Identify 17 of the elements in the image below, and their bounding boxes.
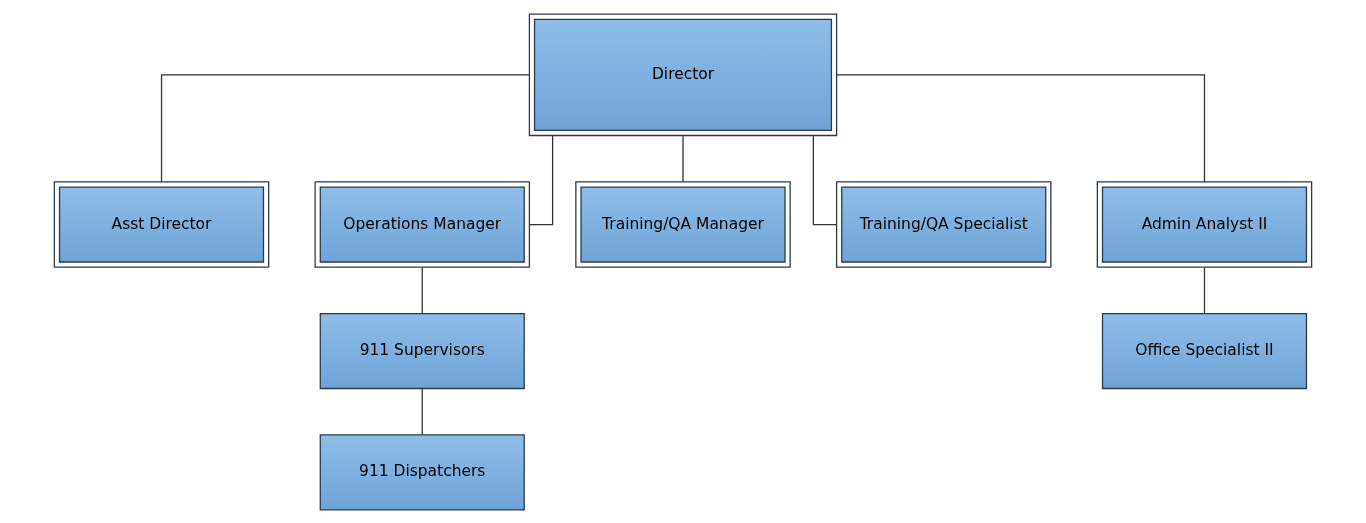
connector — [421, 387, 423, 435]
connector — [682, 134, 684, 182]
connector — [421, 266, 423, 314]
connector — [529, 134, 554, 225]
node-box: 911 Dispatchers — [319, 433, 525, 510]
connector — [836, 73, 1206, 182]
node-box: Operations Manager — [314, 180, 531, 268]
connector — [812, 134, 837, 225]
node-box: Training/QA Manager — [575, 180, 791, 268]
node-box: Admin Analyst II — [1096, 180, 1313, 268]
node-box: Office Specialist II — [1101, 312, 1308, 389]
node-box: 911 Supervisors — [319, 312, 525, 389]
connector — [1203, 266, 1206, 314]
connector — [160, 73, 530, 182]
node-box: Asst Director — [53, 180, 270, 268]
node-box: Training/QA Specialist — [835, 180, 1052, 268]
node-box: Director — [528, 13, 838, 136]
